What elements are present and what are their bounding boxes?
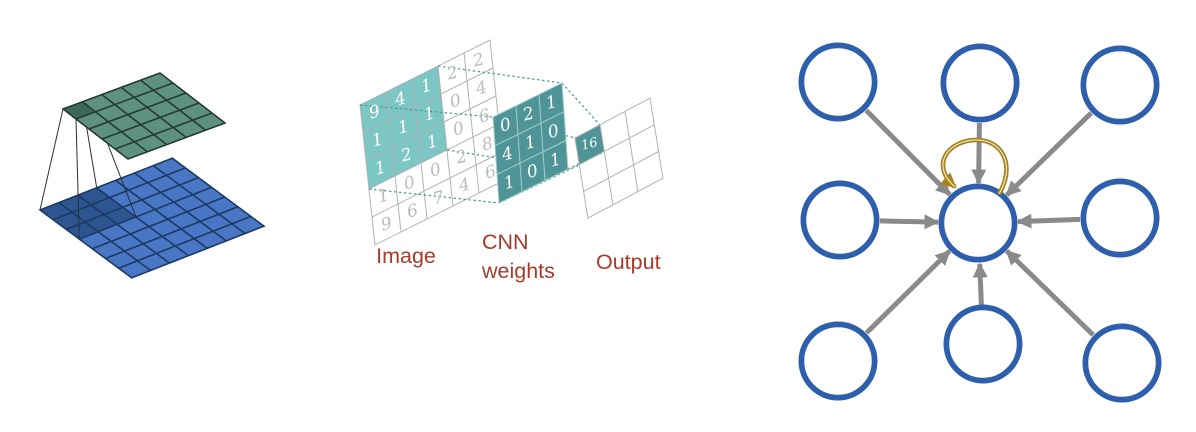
arrow-left-to-center [879, 214, 940, 230]
matrix-cell-value: 0 [448, 90, 464, 112]
matrix-cell-value: 7 [431, 187, 447, 209]
patch-to-weights-line [359, 104, 494, 118]
matrix-cell-value: 2 [520, 103, 536, 125]
arrow-right-to-center [1016, 213, 1081, 229]
incoming-arrows [864, 108, 1096, 337]
matrix-cell-value: 0 [428, 159, 444, 181]
arrow-bottom-left-to-center [864, 249, 952, 335]
matrix-cell-value: 1 [419, 75, 434, 97]
node-right [1084, 182, 1156, 254]
matrix-cell-value: 0 [402, 172, 418, 194]
matrix-cell-value: 1 [396, 116, 411, 138]
weights-label-line2: weights [481, 259, 555, 283]
weights-matrix-grid [493, 83, 568, 203]
arrow-bottom-right-to-center [1004, 249, 1096, 337]
frustum-line [75, 118, 80, 240]
weights-matrix-values: 0 2 1 4 1 0 1 0 1 [498, 92, 563, 194]
matrix-cell-value: 6 [483, 161, 499, 183]
weights-matrix-surface [493, 83, 568, 204]
self-loop-arrow [939, 137, 1009, 196]
patch-to-weights-line [368, 188, 500, 204]
node-top [944, 47, 1016, 119]
node-bottom-right [1086, 327, 1158, 399]
matrix-cell-value: 4 [392, 88, 408, 110]
matrix-cell-value: 1 [548, 149, 563, 171]
arrow-bottom-to-center [972, 262, 988, 306]
matrix-cell-value: 0 [498, 114, 514, 136]
input-grid-lines [40, 158, 264, 278]
weights-to-output-line [561, 82, 601, 126]
matrix-cell-value: 1 [370, 129, 385, 151]
node-top-left [802, 46, 874, 118]
node-bottom [947, 308, 1019, 380]
matrix-cell-value: 4 [499, 143, 515, 165]
matrix-cell-value: 1 [422, 103, 437, 125]
frustum-line [39, 108, 64, 211]
arrow-top-to-center [971, 122, 987, 185]
conv-3d-diagram [40, 73, 264, 278]
node-center [942, 187, 1014, 259]
output-value: 16 [580, 135, 600, 154]
matrix-cell-value: 8 [480, 133, 496, 155]
output-grid-lines [63, 73, 225, 159]
matrix-cell-value: 1 [425, 131, 440, 153]
matrix-cell-value: 9 [379, 213, 395, 235]
matrix-cell-value: 9 [367, 101, 383, 123]
matrix-cell-value: 0 [525, 161, 541, 183]
image-matrix-values: 9 4 1 1 1 1 1 2 1 2 2 0 4 0 6 1 0 0 2 [367, 49, 499, 235]
matrix-cell-value: 1 [544, 92, 559, 114]
graph-nodes [802, 46, 1158, 399]
matrix-cell-value: 2 [470, 49, 486, 71]
matrix-cell-value: 2 [398, 144, 414, 166]
weights-label-line1: CNN [482, 230, 529, 254]
weights-grid-lines [493, 83, 568, 203]
matrix-cell-value: 1 [502, 172, 517, 194]
matrix-cell-value: 1 [376, 185, 391, 207]
output-matrix-grid [575, 98, 663, 218]
matrix-cell-value: 4 [473, 77, 489, 99]
output-layer-surface [63, 73, 225, 159]
output-grid-lines [575, 98, 663, 218]
node-top-right [1084, 49, 1156, 121]
matrix-cell-value: 1 [373, 157, 388, 179]
matrix-cell-value: 4 [456, 174, 472, 196]
node-left [804, 184, 876, 256]
matrix-cell-value: 2 [444, 62, 460, 84]
output-label: Output [596, 250, 661, 274]
matrix-cell-value: 1 [523, 132, 538, 154]
matrix-cell-value: 0 [546, 121, 562, 143]
graph-diagram [802, 46, 1158, 399]
matrix-cell-value: 0 [451, 118, 467, 140]
self-loop-inner-line [942, 139, 1007, 195]
input-layer-grid [40, 158, 264, 278]
arrow-top-left-to-center [864, 108, 952, 197]
conv-arithmetic-diagram: 9 4 1 1 1 1 1 2 1 2 2 0 4 0 6 1 0 0 2 [360, 40, 663, 283]
matrix-cell-value: 6 [405, 200, 421, 222]
node-bottom-left [802, 325, 874, 397]
matrix-cell-value: 6 [477, 105, 493, 127]
image-matrix-grid [360, 40, 505, 245]
image-patch-highlight [360, 66, 447, 189]
matrix-cell-value: 2 [453, 146, 469, 168]
weights-to-output-line [567, 151, 605, 170]
arrow-top-right-to-center [1004, 111, 1094, 197]
image-label: Image [376, 244, 436, 268]
patch-to-weights-line [437, 65, 563, 84]
matrix-labels: Image CNN weights Output [376, 230, 660, 283]
output-value-cell [575, 124, 605, 165]
output-layer-grid [63, 73, 225, 159]
